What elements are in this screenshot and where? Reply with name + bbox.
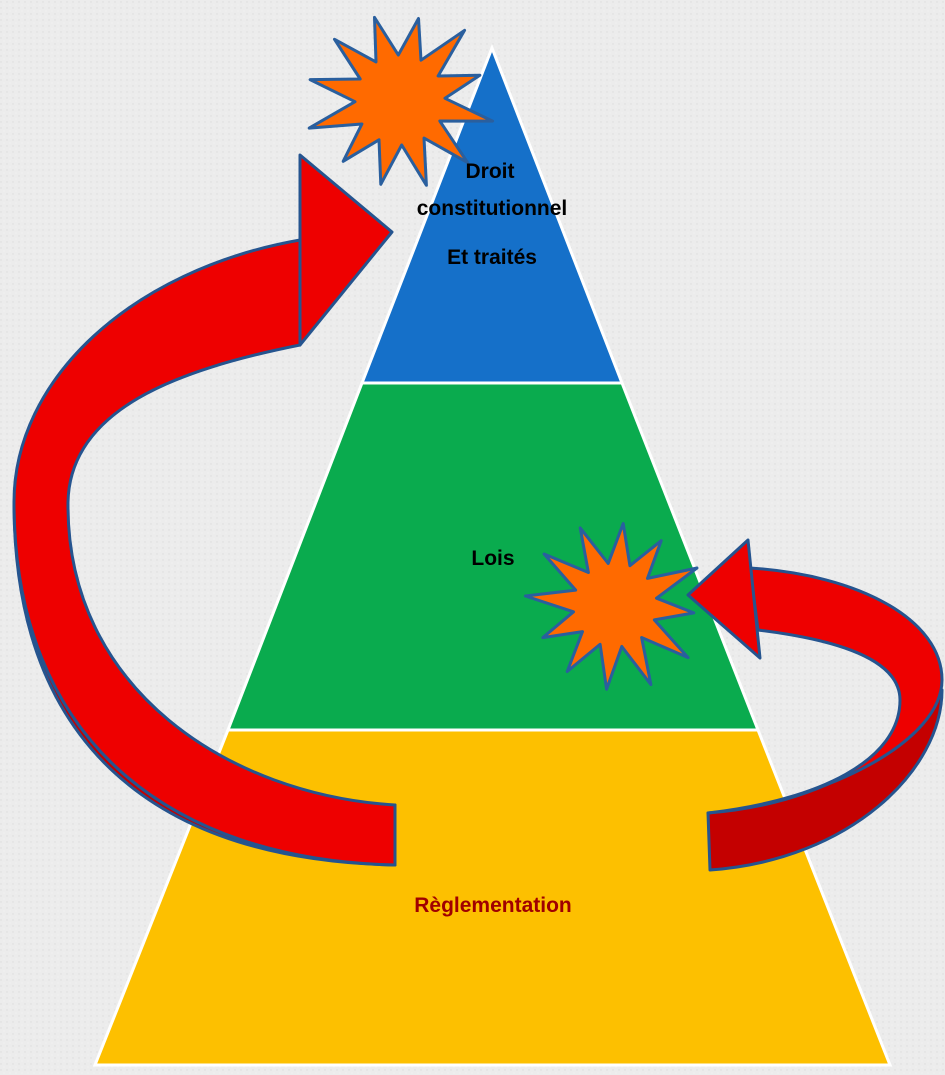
label-reglementation: Règlementation [414,894,572,917]
arrow-right-body [706,566,944,815]
arrow-reglementation-to-droit-constitutionnel [12,153,397,867]
label-et-traites: Et traités [447,246,537,269]
label-droit: Droit [466,160,515,183]
pyramid-level-droit-constitutionnel [359,43,625,385]
arrow-left-head [298,153,394,347]
explosion-burst-top [307,15,495,187]
arrow-reglementation-to-lois [686,538,944,872]
arrow-right-head [686,538,762,660]
arrow-left-body [12,238,397,867]
label-lois: Lois [471,547,514,570]
explosion-burst-middle [523,522,699,691]
label-constitutionnel: constitutionnel [417,197,568,220]
